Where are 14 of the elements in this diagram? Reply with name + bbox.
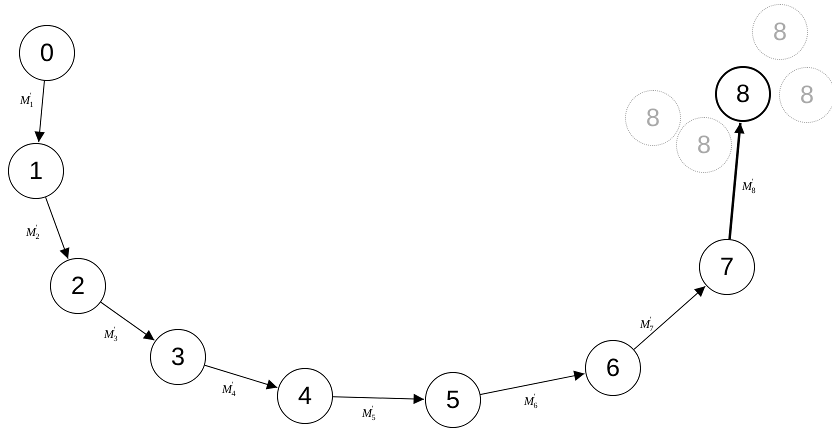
- state-circle: 5: [425, 372, 481, 428]
- state-circle: 3: [150, 329, 206, 385]
- state-circle: 7: [699, 239, 755, 295]
- state-circle: 6: [585, 340, 641, 396]
- candidate-state-circle: 8: [752, 4, 808, 60]
- candidate-state-circle: 8: [779, 67, 832, 123]
- candidate-state-circle: 8: [625, 90, 681, 146]
- candidate-state-circle: 8: [676, 117, 732, 173]
- current-state-circle: 8: [715, 66, 771, 122]
- arrow: [204, 364, 280, 392]
- state-circle: 4: [277, 368, 333, 424]
- state-circle: 2: [50, 258, 106, 314]
- state-circle: 0: [19, 25, 75, 81]
- state-circle: 1: [8, 143, 64, 199]
